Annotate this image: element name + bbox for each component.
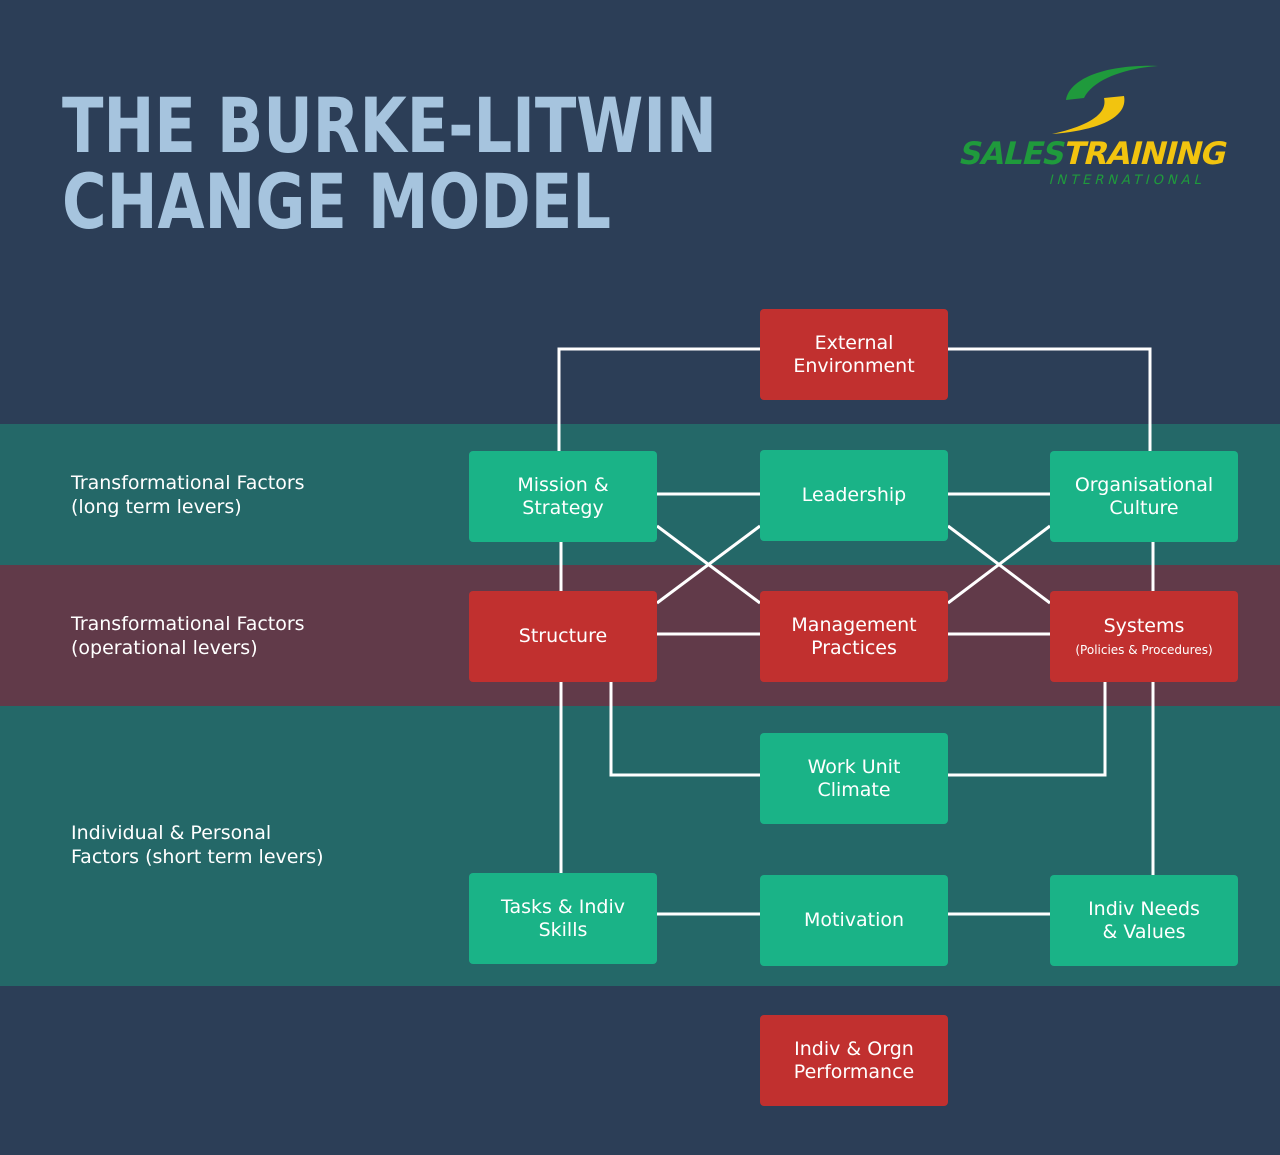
logo-swoosh-green-icon (1066, 65, 1158, 100)
connector-external-to-mission (557, 347, 760, 451)
node-tasks-indiv-skills-line-1: Tasks & Indiv (500, 895, 626, 918)
node-organisational-culture: Organisational Culture (1050, 451, 1238, 542)
node-work-unit-climate-line-1: Work Unit (807, 755, 901, 778)
node-indiv-needs-values: Indiv Needs & Values (1050, 875, 1238, 966)
node-motivation-line-1: Motivation (803, 909, 905, 931)
band-label-long-term: Transformational Factors (long term leve… (71, 471, 305, 519)
connector-structure-to-climate (609, 682, 760, 777)
logo-word-training: TRAINING (1060, 136, 1230, 171)
node-leadership-line-1: Leadership (801, 484, 907, 506)
logo-subline: INTERNATIONAL (1048, 173, 1208, 188)
connector-external-to-culture (948, 347, 1152, 451)
band-label-operational: Transformational Factors (operational le… (71, 612, 305, 660)
node-external-environment-line-1: External (814, 331, 894, 354)
node-organisational-culture-line-1: Organisational (1074, 473, 1214, 496)
connector-culture-to-management (947, 524, 1051, 605)
node-tasks-indiv-skills: Tasks & Indiv Skills (469, 873, 657, 964)
node-external-environment: External Environment (760, 309, 948, 400)
node-indiv-needs-values-line-2: & Values (1102, 920, 1186, 943)
svg-text:SALESTRAINING: SALESTRAINING (956, 136, 1231, 171)
band-label-short-term: Individual & Personal Factors (short ter… (71, 821, 324, 869)
node-structure: Structure (469, 591, 657, 682)
node-work-unit-climate: Work Unit Climate (760, 733, 948, 824)
node-tasks-indiv-skills-line-2: Skills (538, 918, 588, 941)
page-title-line-2: CHANGE MODEL (62, 157, 611, 246)
connector-systems-to-climate (948, 682, 1107, 777)
band-label-long-term-line-2: (long term levers) (71, 496, 242, 518)
node-indiv-orgn-performance-line-2: Performance (793, 1060, 915, 1083)
node-organisational-culture-line-2: Culture (1109, 496, 1179, 519)
node-work-unit-climate-line-2: Climate (817, 778, 891, 801)
band-label-long-term-line-1: Transformational Factors (71, 472, 305, 494)
connector-leadership-to-structure (656, 524, 761, 605)
node-indiv-needs-values-line-1: Indiv Needs (1088, 897, 1200, 920)
node-mission-strategy: Mission & Strategy (469, 451, 657, 542)
node-management-practices-line-2: Practices (811, 636, 897, 659)
node-systems-line-1: Systems (1103, 615, 1185, 637)
page-title: THE BURKE-LITWIN CHANGE MODEL (62, 88, 717, 240)
node-systems: Systems (Policies & Procedures) (1050, 591, 1238, 682)
node-leadership: Leadership (760, 450, 948, 541)
band-label-short-term-line-1: Individual & Personal (71, 822, 272, 844)
band-label-short-term-line-2: Factors (short term levers) (71, 846, 324, 868)
node-mission-strategy-line-1: Mission & (517, 473, 609, 496)
node-indiv-orgn-performance-line-1: Indiv & Orgn (794, 1037, 914, 1060)
node-external-environment-line-2: Environment (793, 354, 915, 377)
logo-word-sales: SALES (956, 136, 1069, 171)
sales-training-logo: SALESTRAINING TM INTERNATIONAL (956, 65, 1231, 188)
band-label-operational-line-1: Transformational Factors (71, 613, 305, 635)
logo-swoosh-yellow-icon (1052, 96, 1125, 134)
node-structure-line-1: Structure (518, 625, 608, 647)
node-management-practices: Management Practices (760, 591, 948, 682)
node-management-practices-line-1: Management (791, 613, 917, 636)
node-systems-subtitle: (Policies & Procedures) (1075, 643, 1213, 657)
node-indiv-orgn-performance: Indiv & Orgn Performance (760, 1015, 948, 1106)
band-label-operational-line-2: (operational levers) (71, 637, 258, 659)
node-mission-strategy-line-2: Strategy (522, 496, 604, 519)
node-motivation: Motivation (760, 875, 948, 966)
page-title-line-1: THE BURKE-LITWIN (62, 81, 717, 170)
